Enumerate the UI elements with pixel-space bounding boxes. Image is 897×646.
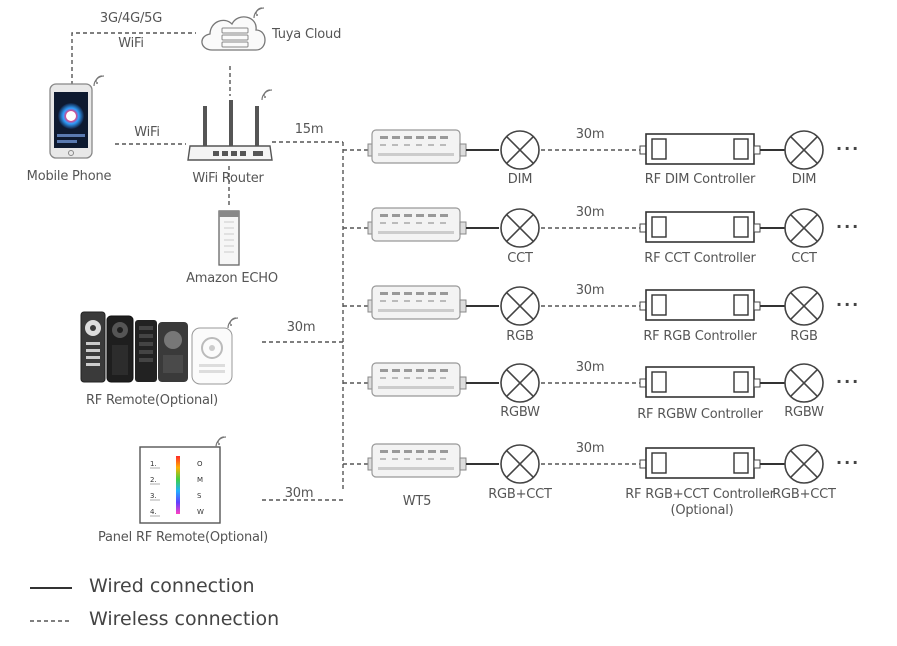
distance-label: 30m: [575, 441, 605, 456]
panel-key-list: 1. 2. 3. 4.: [150, 460, 160, 517]
controller-row: [367, 362, 824, 403]
controller-label: RF RGBW Controller: [637, 407, 763, 422]
distance-label: 30m: [575, 127, 605, 142]
router-distance-label: 15m: [294, 122, 324, 137]
legend-wired-label: Wired connection: [89, 575, 255, 597]
legend-wireless-label: Wireless connection: [89, 608, 280, 630]
panel-mode-label: S: [197, 492, 202, 500]
router-label: WiFi Router: [192, 171, 264, 186]
panel-distance-label: 30m: [284, 486, 314, 501]
distance-label: 30m: [575, 360, 605, 375]
lamp-label: DIM: [507, 172, 533, 187]
lamp-label: RGBW: [500, 405, 540, 420]
end-lamp-icon: [784, 286, 824, 326]
controller-label: RF DIM Controller: [644, 172, 756, 187]
end-lamp-label: DIM: [791, 172, 817, 187]
panel-mode-label: M: [197, 476, 203, 484]
cloud-icon: [201, 7, 266, 51]
wt5-label: WT5: [402, 494, 432, 509]
rf-controller-icon: [639, 447, 761, 479]
more-indicator: ···: [836, 217, 861, 236]
end-lamp-icon: [784, 130, 824, 170]
controller-label: RF RGB+CCT Controller: [625, 487, 775, 502]
panel-key-label: 4.: [150, 508, 157, 516]
distance-label: 30m: [575, 283, 605, 298]
controller-rows: [367, 129, 824, 484]
controller-label: RF RGB Controller: [643, 329, 757, 344]
lamp-label: CCT: [507, 251, 533, 266]
controller-row: [367, 207, 824, 248]
wt5-module-icon: [367, 443, 467, 478]
rf-remote-label: RF Remote(Optional): [85, 393, 219, 408]
mobile-phone-icon: [49, 75, 105, 159]
wt5-module-icon: [367, 207, 467, 242]
end-lamp-icon: [784, 444, 824, 484]
wt5-module-icon: [367, 285, 467, 320]
more-indicator: ···: [836, 453, 861, 472]
rf-remote-distance-label: 30m: [286, 320, 316, 335]
rf-controller-icon: [639, 211, 761, 243]
panel-key-label: 2.: [150, 476, 157, 484]
end-lamp-label: CCT: [791, 251, 817, 266]
wt5-module-icon: [367, 362, 467, 397]
lamp-icon: [500, 130, 540, 170]
end-lamp-icon: [784, 208, 824, 248]
more-indicator: ···: [836, 295, 861, 314]
controller-label: RF CCT Controller: [644, 251, 756, 266]
lamp-icon: [500, 444, 540, 484]
wireless-bus: [262, 141, 368, 501]
panel-key-label: 1.: [150, 460, 157, 468]
rf-remote-group-icon: [80, 311, 239, 385]
panel-mode-label: W: [197, 508, 204, 516]
end-lamp-label: RGB: [790, 329, 818, 344]
wt5-module-icon: [367, 129, 467, 164]
cloud-label: Tuya Cloud: [272, 27, 342, 42]
amazon-echo-icon: [218, 210, 240, 266]
lamp-label: RGB: [506, 329, 534, 344]
controller-row: [367, 129, 824, 170]
lamp-label: RGB+CCT: [488, 487, 552, 502]
network-label: 3G/4G/5G: [99, 11, 163, 26]
lamp-icon: [500, 363, 540, 403]
more-indicator: ···: [836, 139, 861, 158]
panel-rf-remote-icon: [139, 436, 227, 524]
end-lamp-label: RGBW: [784, 405, 824, 420]
end-lamp-icon: [784, 363, 824, 403]
controller-row: [367, 285, 824, 326]
echo-label: Amazon ECHO: [186, 271, 278, 286]
rf-controller-icon: [639, 289, 761, 321]
lamp-icon: [500, 208, 540, 248]
end-lamp-label: RGB+CCT: [772, 487, 836, 502]
wifi-cloud-label: WiFi: [118, 36, 144, 51]
panel-key-label: 3.: [150, 492, 157, 500]
wireless-link-network: [71, 32, 196, 85]
rf-controller-icon: [639, 366, 761, 398]
distance-label: 30m: [575, 205, 605, 220]
wifi-router-icon: [187, 89, 273, 161]
phone-label: Mobile Phone: [26, 169, 112, 184]
controller-row: [367, 443, 824, 484]
more-indicator: ···: [836, 372, 861, 391]
panel-remote-label: Panel RF Remote(Optional): [97, 530, 269, 545]
wifi-phone-label: WiFi: [134, 125, 160, 140]
rf-controller-icon: [639, 133, 761, 165]
controller-note-label: (Optional): [670, 503, 734, 518]
lamp-icon: [500, 286, 540, 326]
panel-mode-label: O: [197, 460, 203, 468]
